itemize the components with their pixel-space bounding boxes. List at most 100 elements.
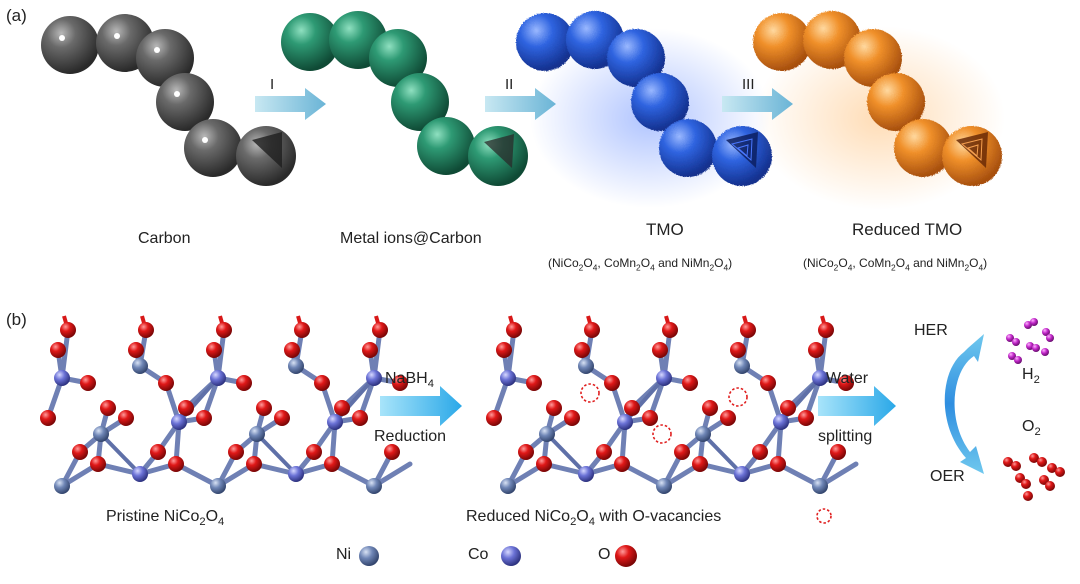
reduction-arrow (380, 386, 462, 426)
oxygen-atom (72, 444, 88, 460)
step-arrow-3 (722, 88, 793, 120)
oxygen-atom (352, 410, 368, 426)
oxygen-atom (830, 444, 846, 460)
oxygen-atom (334, 400, 350, 416)
oxygen-atom (740, 322, 756, 338)
cobalt-atom (578, 466, 594, 482)
tmo-bead-chain (516, 11, 772, 208)
oxygen-atom (196, 410, 212, 426)
cobalt-atom (773, 414, 789, 430)
oxygen-atom (150, 444, 166, 460)
oxygen-atom (138, 322, 154, 338)
water-label: Water (826, 370, 869, 387)
cobalt-atom (210, 370, 226, 386)
cobalt-atom (54, 370, 70, 386)
reduced-tmo-caption: Reduced TMO (852, 220, 963, 239)
oxygen-atom (118, 410, 134, 426)
legend-co-label: Co (468, 546, 489, 563)
step-3-label: III (742, 76, 755, 93)
oxygen-atom (838, 375, 854, 391)
reduced-tmo-formula-caption: (NiCo2O4, CoMn2O4 and NiMn2O4) (803, 256, 988, 273)
cobalt-atom (132, 466, 148, 482)
oxygen-atom (730, 342, 746, 358)
cobalt-atom (617, 414, 633, 430)
oxygen-atom (624, 400, 640, 416)
oxygen-atom (614, 456, 630, 472)
oxygen-atom (80, 375, 96, 391)
lattice-bond (545, 432, 588, 476)
nickel-atom (695, 426, 711, 442)
oxygen-atom (642, 410, 658, 426)
tmo-formula-caption: (NiCo2O4, CoMn2O4 and NiMn2O4) (548, 256, 733, 273)
cobalt-atom (288, 466, 304, 482)
oxygen-atom (294, 322, 310, 338)
nabh4-label: NaBH4 (385, 370, 434, 391)
oxygen-atom (274, 410, 290, 426)
oxygen-atom (362, 342, 378, 358)
oxygen-atom (168, 456, 184, 472)
legend-o-sphere (615, 545, 637, 567)
oxygen-atom (692, 456, 708, 472)
oxygen-atom (564, 410, 580, 426)
her-label: HER (914, 322, 948, 339)
oxygen-atom (682, 375, 698, 391)
o-vacancy-legend-marker (816, 508, 832, 524)
oer-label: OER (930, 468, 965, 485)
oxygen-atom (60, 322, 76, 338)
oxygen-atom (760, 375, 776, 391)
h2-molecules (1006, 318, 1054, 364)
oxygen-atom (236, 375, 252, 391)
oxygen-atom (314, 375, 330, 391)
water-splitting-arrow (818, 386, 896, 426)
nickel-atom (734, 358, 750, 374)
oxygen-atom (324, 456, 340, 472)
nickel-atom (578, 358, 594, 374)
metal-ions-bead-chain (281, 11, 528, 186)
reduced-nico2o4-lattice (486, 315, 859, 494)
oxygen-atom (818, 322, 834, 338)
o-vacancy-marker (580, 383, 600, 403)
legend-ni-sphere (359, 546, 379, 566)
nickel-atom (500, 478, 516, 494)
oxygen-atom (674, 444, 690, 460)
cobalt-atom (327, 414, 343, 430)
oxygen-atom (158, 375, 174, 391)
lattice-bond (701, 432, 744, 476)
panel-a-label: (a) (6, 6, 27, 25)
oxygen-atom (574, 342, 590, 358)
oxygen-atom (100, 400, 116, 416)
reduction-label: Reduction (374, 428, 447, 445)
oxygen-atom (604, 375, 620, 391)
nickel-atom (539, 426, 555, 442)
oxygen-atom (216, 322, 232, 338)
legend-ni-label: Ni (336, 546, 352, 563)
cobalt-atom (812, 370, 828, 386)
oxygen-atom (526, 375, 542, 391)
lattice-bond (99, 432, 142, 476)
oxygen-atom (90, 456, 106, 472)
nickel-atom (656, 478, 672, 494)
oxygen-atom (518, 444, 534, 460)
nickel-atom (249, 426, 265, 442)
oxygen-atom (808, 342, 824, 358)
step-arrow-2 (485, 88, 556, 120)
her-oer-curved-arrow (944, 334, 984, 474)
cobalt-atom (656, 370, 672, 386)
legend-co-sphere (501, 546, 521, 566)
oxygen-atom (702, 400, 718, 416)
splitting-label: splitting (818, 428, 873, 445)
oxygen-atom (546, 400, 562, 416)
cobalt-atom (734, 466, 750, 482)
metal-ions-caption: Metal ions@Carbon (340, 230, 482, 247)
oxygen-atom (306, 444, 322, 460)
oxygen-atom (496, 342, 512, 358)
lattice-bond (255, 432, 298, 476)
pristine-caption: Pristine NiCo2O4 (106, 508, 225, 529)
oxygen-atom (256, 400, 272, 416)
oxygen-atom (206, 342, 222, 358)
oxygen-atom (798, 410, 814, 426)
panel-b-label: (b) (6, 310, 27, 329)
reduced-caption: Reduced NiCo2O4 with O-vacancies (466, 508, 722, 529)
pristine-nico2o4-lattice (40, 315, 413, 494)
step-1-label: I (270, 76, 275, 93)
